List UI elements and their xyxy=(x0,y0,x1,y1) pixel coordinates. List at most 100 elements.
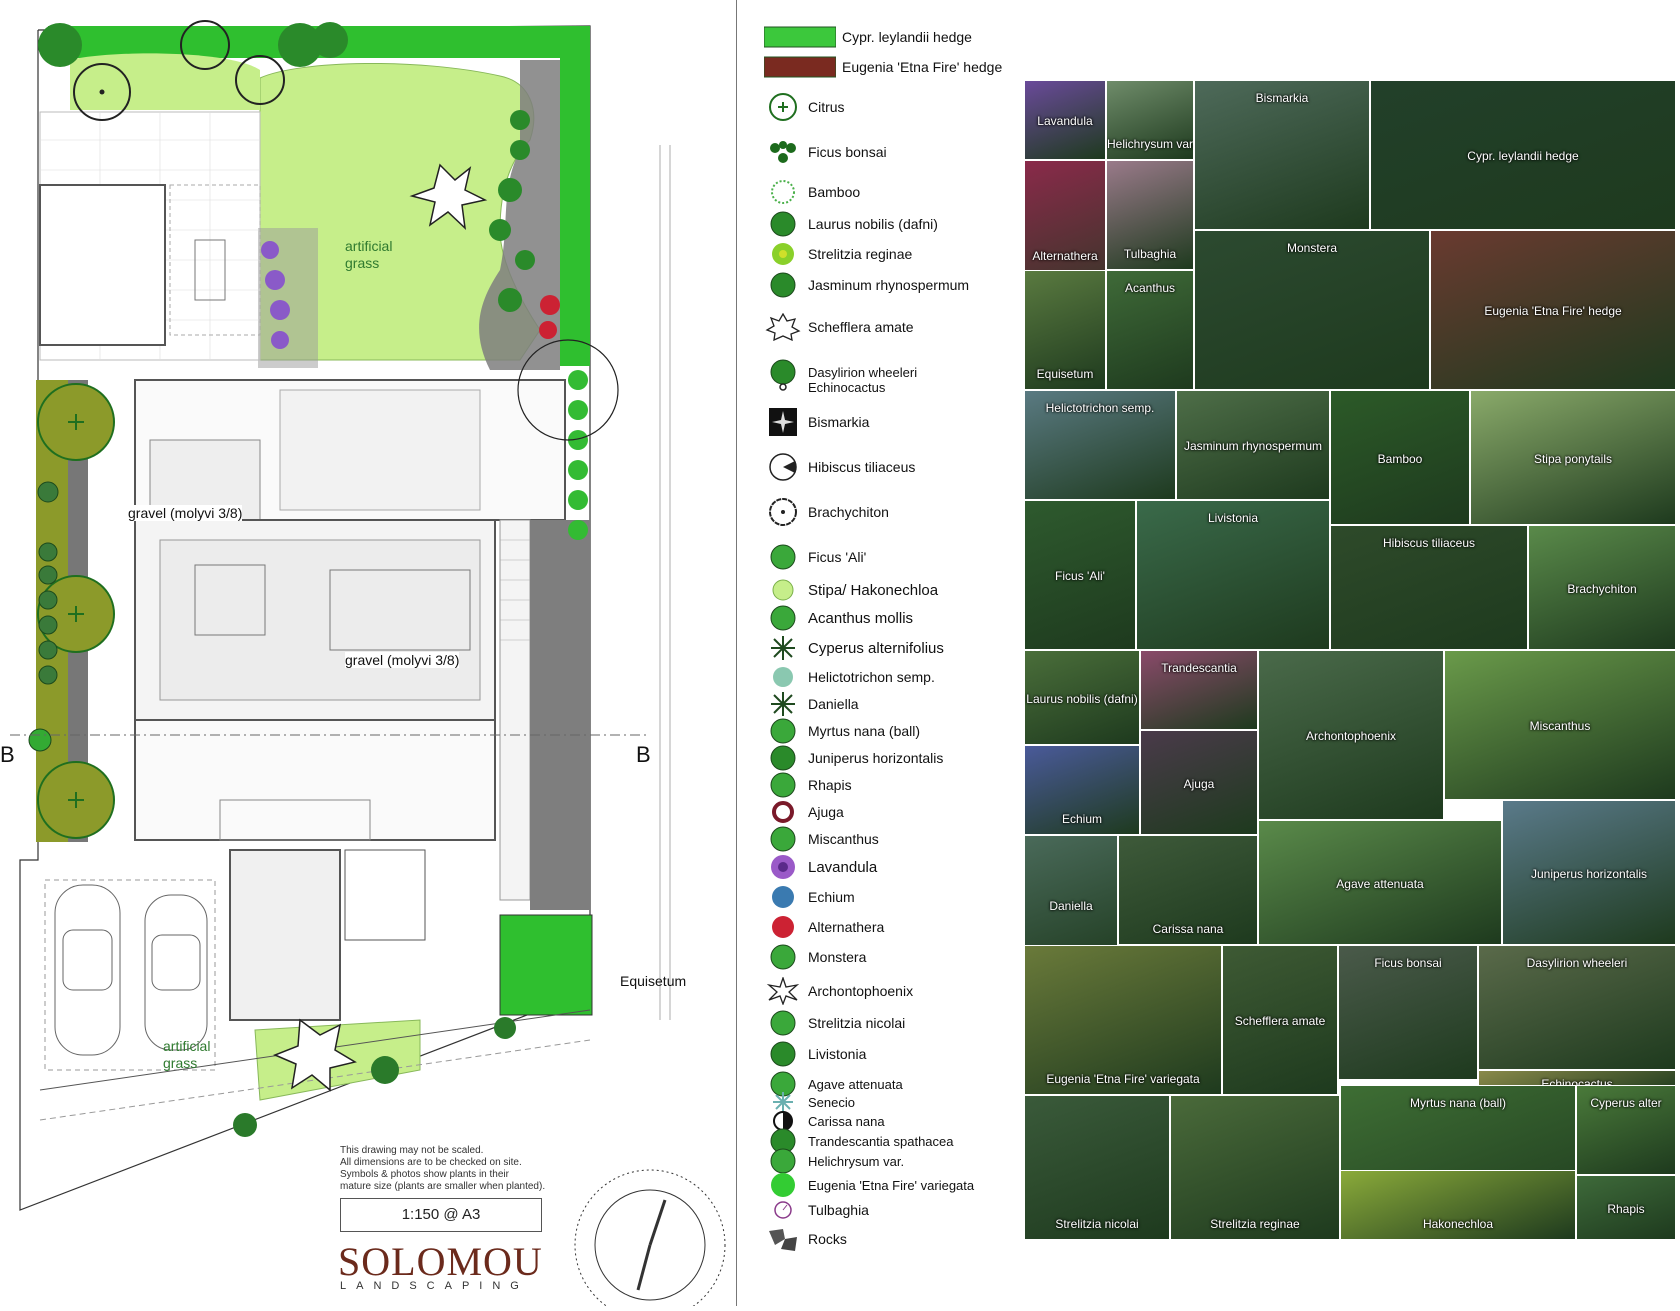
legend-label: Dasylirion wheeleri xyxy=(808,364,918,380)
legend-label: Juniperus horizontalis xyxy=(808,750,944,766)
plant-photo: Ficus 'Ali' xyxy=(1024,500,1136,650)
echium-icon xyxy=(760,884,806,910)
plant-photo: Lavandula xyxy=(1024,80,1106,160)
legend-item: Agave attenuata xyxy=(760,1071,903,1097)
legend-item: Tulbaghia xyxy=(760,1197,869,1223)
rocks-icon xyxy=(760,1226,806,1252)
schefflera-icon xyxy=(760,313,806,341)
brand-subtitle: LANDSCAPING xyxy=(340,1280,529,1292)
legend-item: Cyperus alternifolius xyxy=(760,635,944,661)
plant-photo-caption: Alternathera xyxy=(1032,249,1098,263)
plant-photo-caption: Ficus bonsai xyxy=(1374,956,1442,970)
brachychiton-icon xyxy=(760,498,806,526)
legend-label: Ficus bonsai xyxy=(808,144,887,160)
acanthus-icon xyxy=(760,605,806,631)
alternathera-icon xyxy=(760,914,806,940)
plant-photo-caption: Cypr. leylandii hedge xyxy=(1467,149,1579,163)
plant-photo: Helichrysum var. xyxy=(1106,80,1194,160)
section-mark-right: B xyxy=(636,742,651,767)
plant-photo-caption: Helichrysum var. xyxy=(1107,137,1194,151)
ficus-bonsai-icon xyxy=(760,139,806,165)
hibiscus-icon xyxy=(760,453,806,481)
legend-label: Acanthus mollis xyxy=(808,609,914,627)
page-divider xyxy=(736,0,737,1306)
legend-label: Cypr. leylandii hedge xyxy=(842,29,972,45)
legend-item: Strelitzia nicolai xyxy=(760,1010,905,1036)
ficus-ali-icon xyxy=(760,544,806,570)
strelitzia-nicolai-icon xyxy=(760,1010,806,1036)
cyperus-icon xyxy=(760,635,806,661)
legend-label: Helichrysum var. xyxy=(808,1153,905,1169)
brand-logo: SOLOMOU xyxy=(338,1239,543,1284)
plant-photo-caption: Lavandula xyxy=(1037,114,1093,128)
plant-photo-caption: Juniperus horizontalis xyxy=(1530,866,1648,881)
label-artificial-grass: artificial grass xyxy=(345,238,393,271)
legend-item: Archontophoenix xyxy=(760,977,913,1005)
plant-photo-caption: Miscanthus xyxy=(1529,719,1591,733)
bamboo-icon xyxy=(760,179,806,205)
legend-item: Miscanthus xyxy=(760,826,879,852)
plant-photo: Echium xyxy=(1024,745,1140,835)
legend-label: Livistonia xyxy=(808,1046,867,1062)
legend-item: Senecio xyxy=(760,1089,855,1115)
plant-photo: Agave attenuata xyxy=(1258,820,1502,945)
plant-photo: Brachychiton xyxy=(1528,525,1676,650)
plant-photo: Tulbaghia xyxy=(1106,160,1194,270)
plant-photo: Rhapis xyxy=(1576,1175,1676,1240)
legend-label: Bamboo xyxy=(808,184,861,200)
hedge-eugenia-icon xyxy=(760,54,840,80)
carissa-icon xyxy=(760,1108,806,1134)
legend-label: Agave attenuata xyxy=(808,1076,903,1092)
plant-photo-caption: Trandescantia xyxy=(1161,661,1237,675)
plant-photo: Eugenia 'Etna Fire' hedge xyxy=(1430,230,1676,390)
site-plan: artificial grass artificial grass gravel… xyxy=(0,0,735,1311)
myrtus-icon xyxy=(760,718,806,744)
legend-label: Bismarkia xyxy=(808,414,870,430)
ajuga-icon xyxy=(760,799,806,825)
plant-photo: Bamboo xyxy=(1330,390,1470,525)
plant-photo-caption: Acanthus xyxy=(1124,281,1176,295)
senecio-icon xyxy=(760,1089,806,1115)
section-mark-left: B xyxy=(0,742,15,767)
legend-item: Juniperus horizontalis xyxy=(760,745,943,771)
legend-label: Daniella xyxy=(808,696,859,712)
legend-item: Hibiscus tiliaceus xyxy=(760,453,916,481)
legend-item: Ficus bonsai xyxy=(760,139,887,165)
label-equisetum: Equisetum xyxy=(620,973,687,989)
stipa-icon xyxy=(760,577,806,603)
plant-photo-caption: Ajuga xyxy=(1183,776,1215,791)
label-gravel-left: gravel (molyvi 3/8) xyxy=(128,505,243,521)
legend-item: Daniella xyxy=(760,691,859,717)
legend-label: Echinocactus xyxy=(808,379,886,395)
plant-photo-caption: Hakonechloa xyxy=(1422,1217,1494,1231)
legend-label: Alternathera xyxy=(808,919,885,935)
legend-label: Monstera xyxy=(808,949,867,965)
plant-photo: Miscanthus xyxy=(1444,650,1676,800)
legend-item: Bismarkia xyxy=(760,408,870,436)
legend-label: Tulbaghia xyxy=(808,1202,869,1218)
legend-item: Echium xyxy=(760,884,855,910)
plant-photo-caption: Dasylirion wheeleri xyxy=(1526,956,1628,970)
plant-photo: Schefflera amate xyxy=(1222,945,1338,1095)
legend-item: Acanthus mollis xyxy=(760,605,913,631)
legend-label: Rocks xyxy=(808,1231,847,1247)
legend-item: Lavandula xyxy=(760,854,877,880)
legend-label: Schefflera amate xyxy=(808,319,914,335)
archontophoenix-icon xyxy=(760,977,806,1005)
legend-item: Eugenia 'Etna Fire' hedge xyxy=(760,54,1002,80)
plant-photo-caption: Rhapis xyxy=(1607,1201,1645,1216)
plant-photo: Cyperus alter xyxy=(1576,1085,1676,1175)
plant-photo: Juniperus horizontalis xyxy=(1502,800,1676,945)
plant-photo: Stipa ponytails xyxy=(1470,390,1676,525)
legend-item: Brachychiton xyxy=(760,498,889,526)
legend-label: Echium xyxy=(808,889,855,905)
car-icon xyxy=(144,894,208,1051)
legend-label: Brachychiton xyxy=(808,504,889,520)
jasminum-icon xyxy=(760,272,806,298)
plant-photo-caption: Equisetum xyxy=(1036,367,1094,381)
daniella-icon xyxy=(760,691,806,717)
plant-photo: Helictotrichon semp. xyxy=(1024,390,1176,500)
legend-label: Hibiscus tiliaceus xyxy=(808,459,916,475)
plant-photo: Trandescantia xyxy=(1140,650,1258,730)
